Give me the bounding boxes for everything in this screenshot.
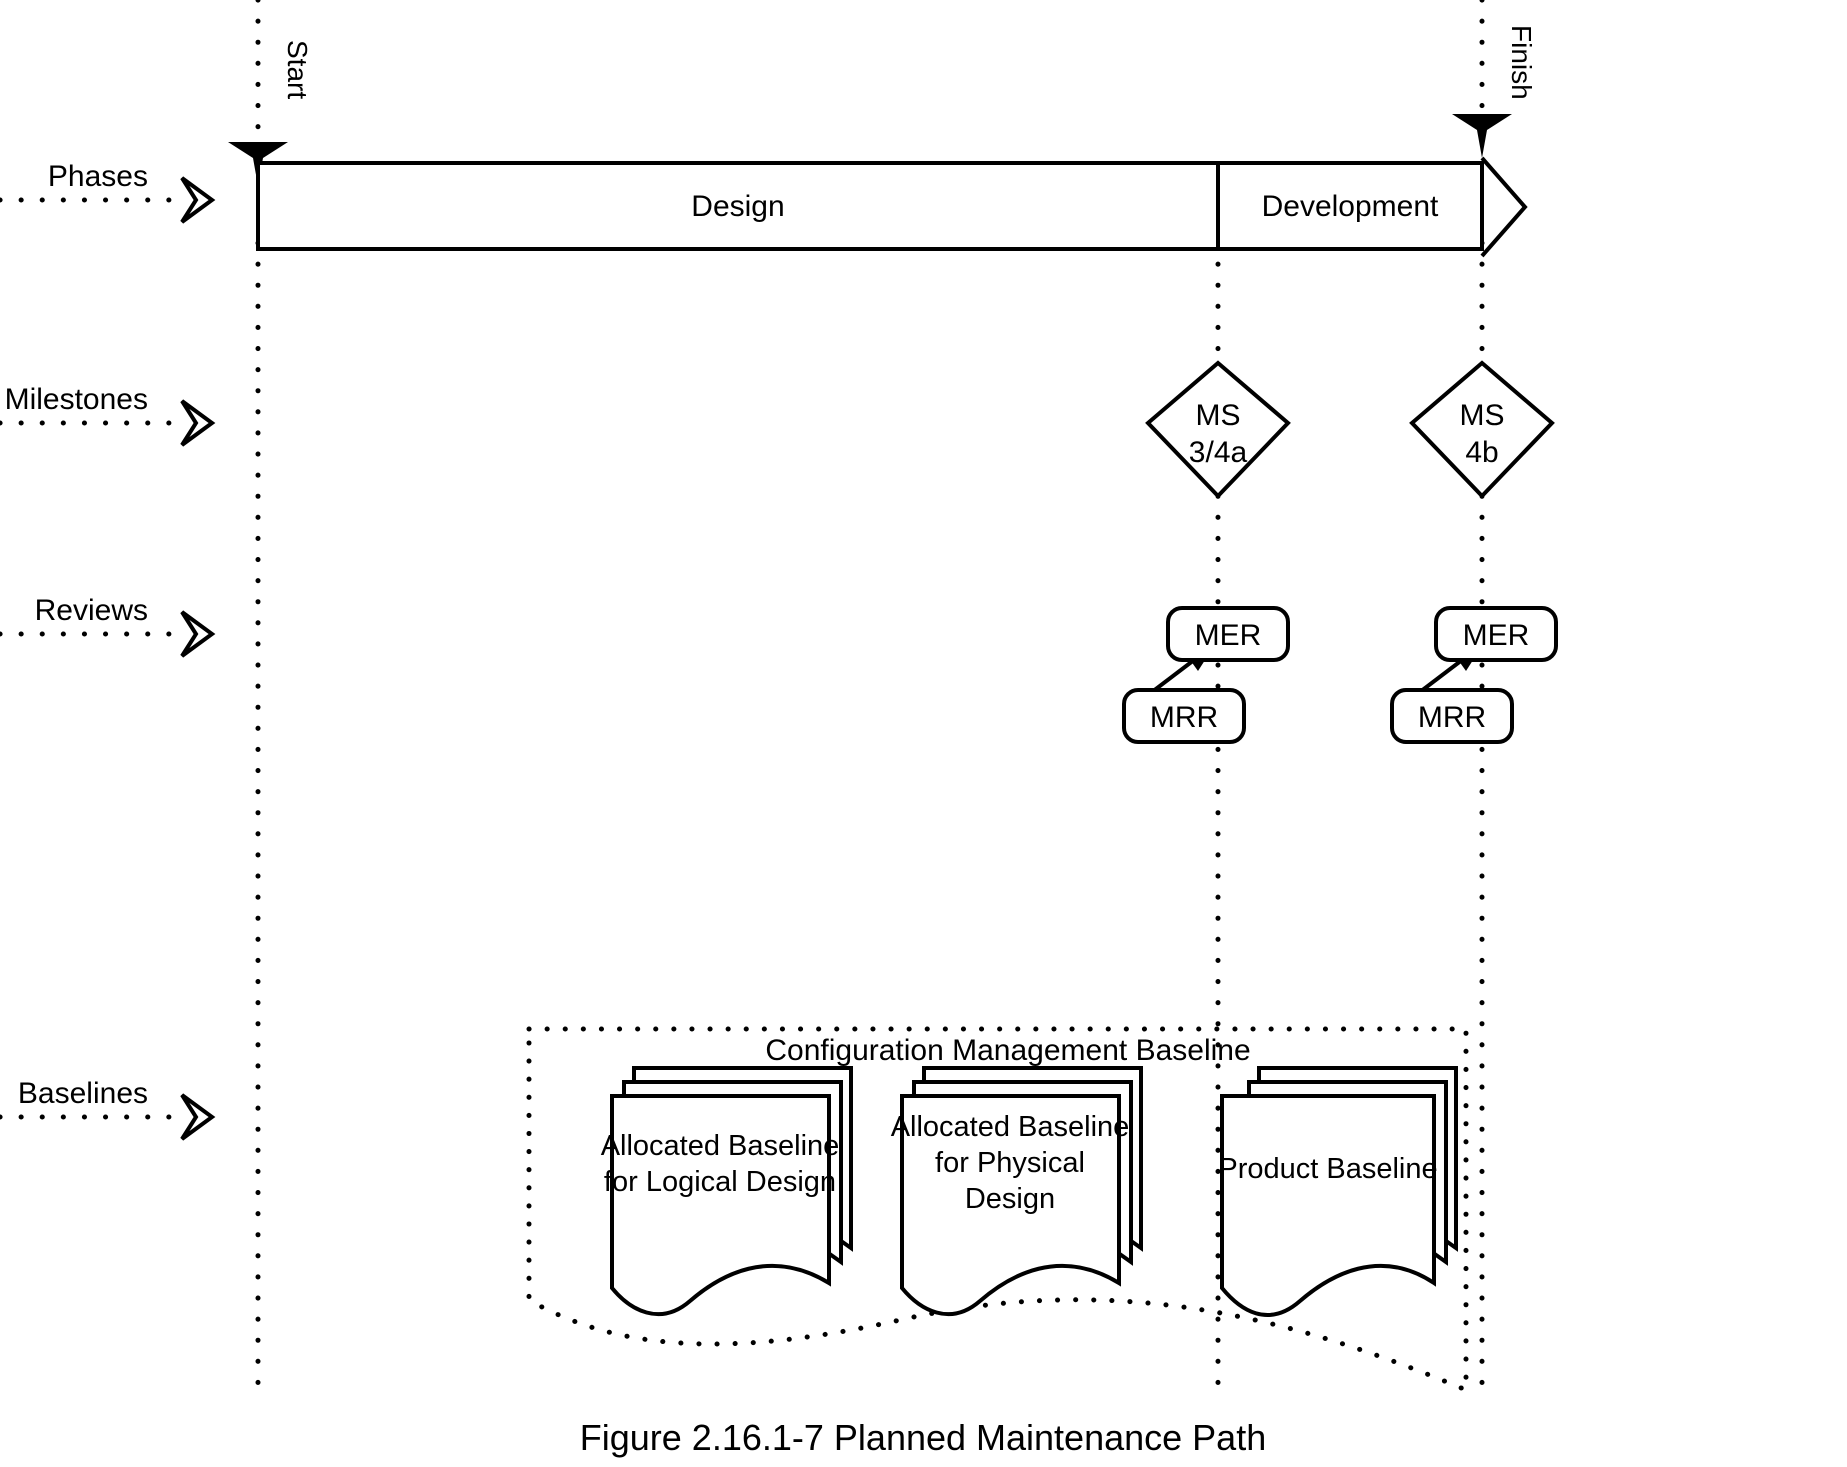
row-pointer-reviews: [0, 610, 216, 658]
milestone-diamond-1[interactable]: [1145, 360, 1291, 499]
baseline-document-2-line-2: for Physical: [935, 1147, 1085, 1179]
row-label-baselines: Baselines: [18, 1077, 148, 1110]
phase-label-development: Development: [1262, 190, 1439, 223]
review-mer-box-2[interactable]: [1434, 606, 1558, 662]
finish-label: Finish: [1506, 25, 1537, 100]
row-label-phases: Phases: [48, 160, 148, 193]
baseline-document-1[interactable]: [610, 1066, 853, 1317]
figure-caption: Figure 2.16.1-7 Planned Maintenance Path: [580, 1417, 1266, 1458]
baseline-document-2-line-3: Design: [965, 1183, 1055, 1215]
baseline-document-2-line-1: Allocated Baseline: [891, 1111, 1130, 1143]
review-mer-label-1: MER: [1195, 619, 1262, 652]
row-label-reviews: Reviews: [35, 594, 148, 627]
phase-label-design: Design: [691, 190, 784, 223]
phases-bar: [256, 156, 1528, 258]
baseline-document-1-line-1: Allocated Baseline: [601, 1130, 840, 1162]
milestone-1-line1: MS: [1196, 399, 1241, 432]
finish-marker-icon: [1452, 114, 1512, 158]
milestone-2-line1: MS: [1460, 399, 1505, 432]
review-mrr-box-2[interactable]: [1390, 688, 1514, 744]
row-pointer-phases: [0, 176, 216, 224]
review-mrr-label-1: MRR: [1150, 701, 1218, 734]
milestone-2-line2: 4b: [1465, 436, 1498, 469]
row-pointer-milestones: [0, 399, 216, 447]
start-label: Start: [282, 40, 313, 99]
baseline-document-1-line-2: for Logical Design: [604, 1166, 836, 1198]
baseline-document-3[interactable]: [1220, 1066, 1458, 1318]
row-label-milestones: Milestones: [5, 383, 148, 416]
review-mer-label-2: MER: [1463, 619, 1530, 652]
review-mrr-label-2: MRR: [1418, 701, 1486, 734]
review-mrr-box-1[interactable]: [1122, 688, 1246, 744]
row-pointer-baselines: [0, 1093, 216, 1141]
baseline-document-3-line-1: Product Baseline: [1218, 1153, 1437, 1185]
milestone-diamond-2[interactable]: [1409, 360, 1555, 499]
review-mer-box-1[interactable]: [1166, 606, 1290, 662]
cm-baseline-title: Configuration Management Baseline: [765, 1034, 1250, 1067]
milestone-1-line2: 3/4a: [1189, 436, 1248, 469]
baseline-document-2[interactable]: [900, 1066, 1143, 1317]
